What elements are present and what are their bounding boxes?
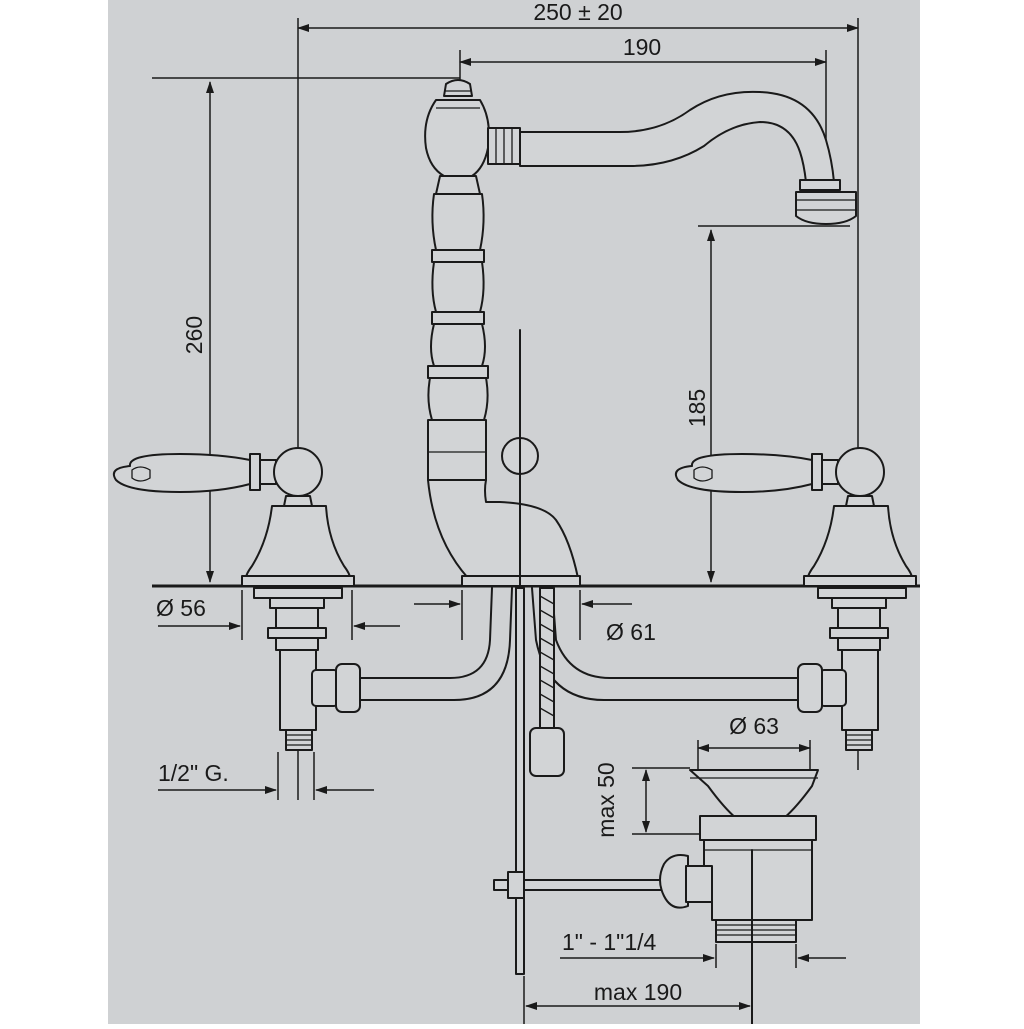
total-height-dimension: 260	[152, 77, 460, 583]
overall-width-label: 250 ± 20	[533, 0, 622, 25]
drain-thread-dimension: 1" - 1"1/4	[560, 929, 846, 968]
pipe-thread-label: 1/2" G.	[158, 760, 229, 786]
spout-reach-dimension: 190	[459, 34, 827, 190]
supply-hoses	[359, 587, 799, 701]
drain-diameter-label: Ø 63	[729, 713, 779, 739]
right-valve-body	[797, 587, 907, 751]
drain-thread-label: 1" - 1"1/4	[562, 929, 657, 955]
total-height-label: 260	[181, 316, 207, 354]
handle-base-label: Ø 56	[156, 595, 206, 621]
drain-height-label: max 50	[593, 762, 619, 837]
handle-base-dimension: Ø 56	[156, 590, 400, 640]
faucet-spout	[424, 79, 857, 587]
left-handle	[112, 447, 355, 587]
pop-up-rod	[493, 329, 665, 975]
pipe-thread-dimension: 1/2" G.	[158, 752, 374, 800]
rod-length-label: max 190	[594, 979, 682, 1005]
drain-assembly	[659, 769, 819, 1025]
spout-reach-label: 190	[623, 34, 661, 60]
spout-base-dimension: Ø 61	[414, 590, 656, 645]
spout-base-label: Ø 61	[606, 619, 656, 645]
right-handle	[674, 447, 917, 587]
spout-height-dimension: 185	[684, 225, 850, 583]
overall-width-dimension: 250 ± 20	[297, 0, 859, 800]
drain-diameter-dimension: Ø 63	[697, 713, 811, 770]
left-valve-body	[253, 587, 361, 751]
rod-length-dimension: max 190	[523, 976, 753, 1024]
spout-height-label: 185	[684, 389, 710, 427]
drain-height-dimension: max 50	[593, 762, 700, 838]
